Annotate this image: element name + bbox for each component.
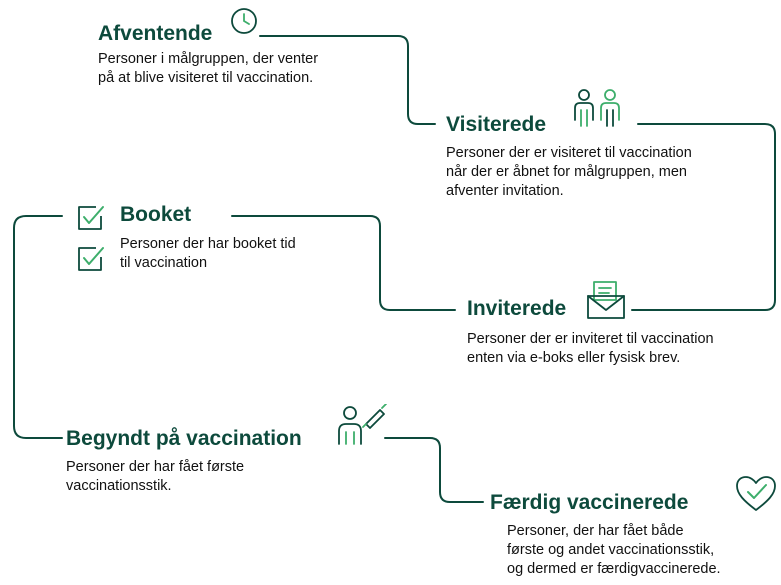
stage-description-booket: Personer der har booket tid til vaccinat…	[120, 235, 296, 273]
stage-description-afventende: Personer i målgruppen, der venter på at …	[98, 50, 318, 88]
description-line: Personer der har booket tid	[120, 236, 296, 252]
checkbox-icon	[76, 245, 106, 273]
stage-description-visiterede: Personer der er visiteret til vaccinatio…	[446, 144, 692, 201]
description-line: enten via e-boks eller fysisk brev.	[467, 350, 681, 366]
stage-description-begyndt: Personer der har fået første vaccination…	[66, 458, 244, 496]
description-line: Personer i målgruppen, der venter	[98, 51, 319, 67]
people-icon	[570, 88, 626, 130]
description-line: til vaccination	[120, 255, 208, 271]
description-line: Personer der er inviteret til vaccinatio…	[467, 331, 714, 347]
envelope-icon	[584, 280, 628, 320]
description-line: Personer, der har fået både	[507, 523, 684, 539]
description-line: afventer invitation.	[446, 183, 564, 199]
stage-title-begyndt: Begyndt på vaccination	[66, 427, 302, 450]
stage-title-booket: Booket	[120, 203, 192, 226]
description-line: Personer der er visiteret til vaccinatio…	[446, 145, 692, 161]
clock-icon	[230, 7, 258, 35]
description-line: på at blive visiteret til vaccination.	[98, 70, 314, 86]
description-line: første og andet vaccinationsstik,	[507, 542, 715, 558]
stage-title-inviterede: Inviterede	[467, 297, 567, 320]
checkbox-icon	[76, 204, 106, 232]
heart-check-icon	[734, 474, 778, 514]
stage-title-afventende: Afventende	[98, 22, 213, 45]
description-line: vaccinationsstik.	[66, 478, 172, 494]
description-line: når der er åbnet for målgruppen, men	[446, 164, 687, 180]
person-syringe-icon	[336, 404, 390, 446]
connector-booket-begyndt	[13, 215, 63, 439]
stage-description-faerdig: Personer, der har fået både første og an…	[507, 522, 721, 579]
stage-description-inviterede: Personer der er inviteret til vaccinatio…	[467, 330, 714, 368]
stage-title-faerdig: Færdig vaccinerede	[490, 491, 689, 514]
connector-begyndt-faerdig	[384, 437, 484, 503]
description-line: Personer der har fået første	[66, 459, 245, 475]
stage-title-visiterede: Visiterede	[446, 113, 547, 136]
description-line: og dermed er færdigvaccinerede.	[507, 561, 721, 577]
